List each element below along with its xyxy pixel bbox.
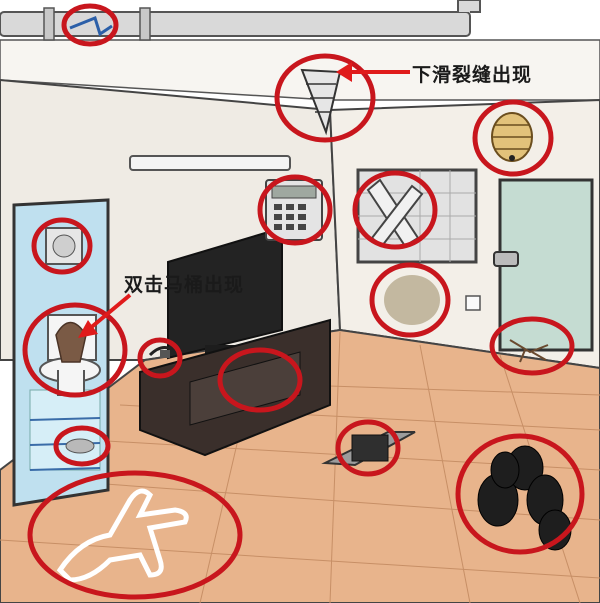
hotspot-pipe-crack — [61, 3, 119, 47]
hotspot-ceiling-drill-crack — [274, 53, 376, 143]
hotspot-wasp-nest — [472, 99, 554, 177]
wall-lamp — [129, 155, 291, 171]
trash-bag-icon — [477, 445, 572, 551]
hotspot-tv-cabinet-items — [217, 347, 303, 413]
hotspot-body-outline — [27, 470, 243, 600]
boarded-window — [356, 168, 478, 264]
hotspot-floor-crack — [489, 316, 575, 376]
wasp-nest-icon — [491, 112, 533, 162]
toilet-hint-label: 双击马桶出现 — [124, 274, 245, 296]
hotspot-keypad-panel — [257, 174, 333, 246]
ceiling-drill-icon — [300, 68, 342, 136]
hotspot-bathroom-fan — [31, 217, 93, 275]
annotation-arrows — [78, 62, 410, 338]
hotspot-wall-mold-stain — [369, 262, 451, 338]
floor-hatch-box — [321, 431, 416, 467]
keypad-icon — [265, 179, 323, 241]
hotspot-toilet — [22, 302, 128, 398]
wall-socket — [465, 295, 481, 311]
hotspot-trash-bags — [455, 433, 585, 555]
hotspot-boarded-window — [352, 170, 438, 250]
floor-crack — [509, 339, 549, 363]
hotspot-cable-plug — [137, 337, 183, 379]
body-outline — [56, 488, 189, 583]
hotspot-floor-drain — [53, 425, 111, 467]
wall-mold-stain — [384, 275, 440, 325]
crack-hint-label: 下滑裂缝出现 — [412, 64, 533, 86]
hotspot-floor-hatch-box — [335, 419, 401, 477]
hotspot-circles — [22, 3, 585, 600]
cable-plug — [148, 346, 180, 358]
